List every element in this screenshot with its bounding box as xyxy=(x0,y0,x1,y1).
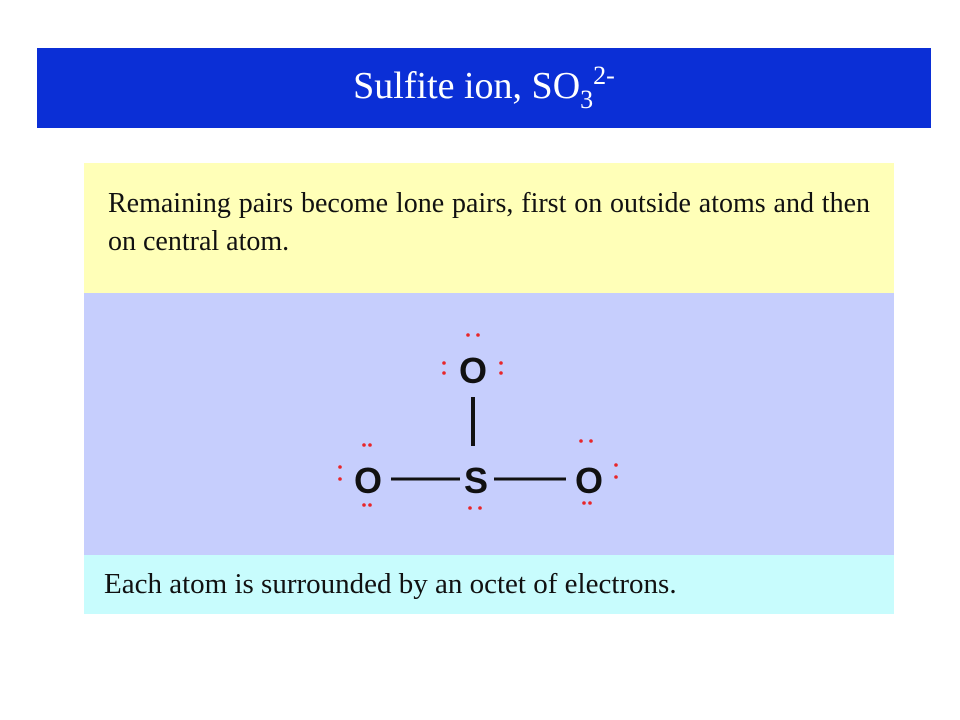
conclusion-text: Each atom is surrounded by an octet of e… xyxy=(104,568,677,600)
lone-pair-o-left-above xyxy=(362,443,372,447)
lone-pair-o-top-right xyxy=(499,361,503,375)
atom-o-top: O xyxy=(459,350,487,391)
explanation-box: Remaining pairs become lone pairs, first… xyxy=(84,163,894,293)
lone-pair-o-left-below xyxy=(362,503,372,507)
atom-o-left: O xyxy=(354,460,382,501)
explanation-text: Remaining pairs become lone pairs, first… xyxy=(108,188,870,257)
title-superscript: 2- xyxy=(593,61,615,90)
title-text: Sulfite ion, SO xyxy=(353,65,581,107)
lone-pair-o-top-above xyxy=(466,333,480,337)
lone-pair-s-below xyxy=(468,506,482,510)
lone-pair-o-right-above xyxy=(579,439,593,443)
lewis-structure-panel: O S O O xyxy=(84,293,894,555)
lone-pair-o-right-below xyxy=(582,501,592,505)
atom-o-right: O xyxy=(575,460,603,501)
title-subscript: 3 xyxy=(580,85,594,114)
conclusion-box: Each atom is surrounded by an octet of e… xyxy=(84,555,894,614)
slide-title: Sulfite ion, SO32- xyxy=(353,63,615,113)
lone-pair-o-top-left xyxy=(442,361,446,375)
title-bar: Sulfite ion, SO32- xyxy=(37,48,931,128)
lone-pair-o-right-side xyxy=(614,463,618,479)
lone-pair-o-left-side xyxy=(338,465,342,481)
lewis-structure-diagram: O S O O xyxy=(338,333,618,510)
atom-s-central: S xyxy=(464,460,488,501)
